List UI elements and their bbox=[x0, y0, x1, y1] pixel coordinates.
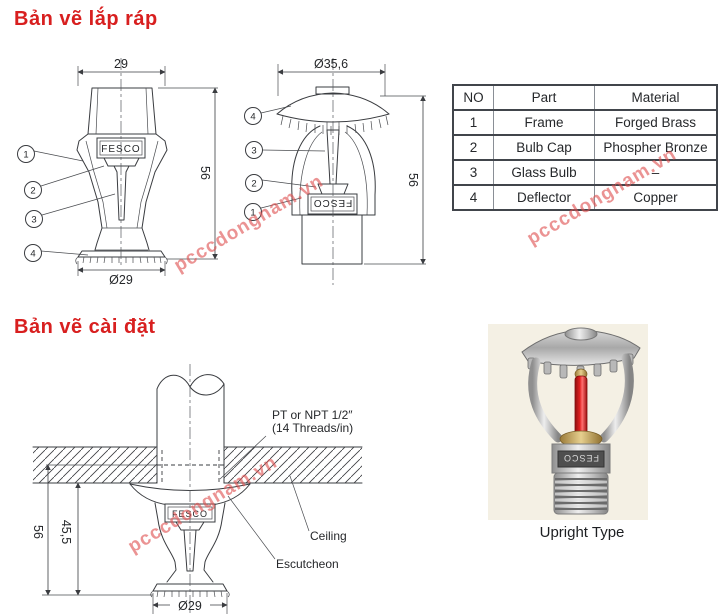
callout-2: 2 bbox=[251, 179, 256, 190]
cell-material: Forged Brass bbox=[594, 109, 718, 136]
photo-brand-label: FESCO bbox=[563, 453, 599, 463]
pendent-base-dim: Ø29 bbox=[109, 273, 133, 287]
assembly-drawing: FESCO 29 56 Ø29 bbox=[17, 57, 426, 287]
callout-3: 3 bbox=[31, 215, 36, 226]
callout-2: 2 bbox=[30, 186, 35, 197]
cell-no: 2 bbox=[452, 134, 494, 161]
table-row: 1 Frame Forged Brass bbox=[452, 109, 718, 136]
upright-brand-label: FESCO bbox=[313, 197, 352, 208]
thread-label-line1: PT or NPT 1/2″ bbox=[272, 408, 353, 422]
callout-1: 1 bbox=[23, 150, 28, 161]
upright-callouts: 4 3 2 1 bbox=[244, 105, 326, 221]
photo-frame-arm-right bbox=[599, 353, 634, 443]
product-photo: FESCO bbox=[488, 324, 648, 520]
cell-material: – bbox=[594, 159, 718, 186]
supply-pipe bbox=[156, 374, 225, 484]
cell-part: Frame bbox=[493, 109, 595, 136]
callout-3: 3 bbox=[251, 146, 256, 157]
install-base-dim: Ø29 bbox=[178, 599, 202, 613]
table-row: 2 Bulb Cap Phospher Bronze bbox=[452, 134, 718, 161]
installation-labels: PT or NPT 1/2″ (14 Threads/in) Ceiling E… bbox=[219, 408, 353, 571]
parts-table: NO Part Material 1 Frame Forged Brass 2 … bbox=[452, 84, 718, 211]
upright-view: FESCO Ø35,6 56 4 3 2 1 bbox=[244, 57, 426, 285]
pendent-width-dim: 29 bbox=[114, 57, 128, 71]
table-row: 3 Glass Bulb – bbox=[452, 159, 718, 186]
cell-part: Glass Bulb bbox=[493, 159, 595, 186]
cell-no: 1 bbox=[452, 109, 494, 136]
photo-caption: Upright Type bbox=[539, 524, 625, 541]
callout-1: 1 bbox=[250, 208, 255, 219]
photo-frame-arm-left bbox=[528, 357, 563, 443]
table-row: 4 Deflector Copper bbox=[452, 184, 718, 211]
install-height-dim: 56 bbox=[31, 525, 45, 539]
thread-label-line2: (14 Threads/in) bbox=[272, 421, 353, 435]
pendent-height-dim: 56 bbox=[198, 166, 212, 180]
install-below-ceiling-dim: 45,5 bbox=[59, 520, 73, 544]
header-no: NO bbox=[452, 84, 494, 111]
cell-no: 3 bbox=[452, 159, 494, 186]
callout-4: 4 bbox=[30, 249, 35, 260]
installation-dimensions: 56 45,5 Ø29 bbox=[31, 464, 228, 614]
upright-width-dim: Ø35,6 bbox=[314, 57, 348, 71]
pendent-callouts: 1 2 3 4 bbox=[17, 145, 116, 262]
cell-material: Phospher Bronze bbox=[594, 134, 718, 161]
photo-threads bbox=[553, 472, 609, 515]
cell-material: Copper bbox=[594, 184, 718, 211]
photo-glass-bulb bbox=[574, 375, 588, 437]
pendent-brand-label: FESCO bbox=[101, 144, 140, 155]
cell-part: Bulb Cap bbox=[493, 134, 595, 161]
cell-no: 4 bbox=[452, 184, 494, 211]
escutcheon-label: Escutcheon bbox=[276, 557, 339, 571]
installation-section-title: Bản vẽ cài đặt bbox=[14, 316, 156, 338]
callout-4: 4 bbox=[250, 112, 255, 123]
upright-sprinkler-photo: FESCO bbox=[521, 327, 641, 515]
table-header-row: NO Part Material bbox=[452, 84, 718, 111]
assembly-section-title: Bản vẽ lắp ráp bbox=[14, 8, 158, 30]
pendent-view: FESCO 29 56 Ø29 bbox=[17, 57, 218, 287]
installation-drawing: FESCO 56 45,5 Ø29 PT or NPT 1/2″ bbox=[31, 364, 363, 614]
ceiling-label: Ceiling bbox=[310, 529, 347, 543]
header-part: Part bbox=[493, 84, 595, 111]
install-brand-label: FESCO bbox=[172, 509, 208, 519]
header-material: Material bbox=[594, 84, 718, 111]
cell-part: Deflector bbox=[493, 184, 595, 211]
upright-height-dim: 56 bbox=[406, 173, 420, 187]
